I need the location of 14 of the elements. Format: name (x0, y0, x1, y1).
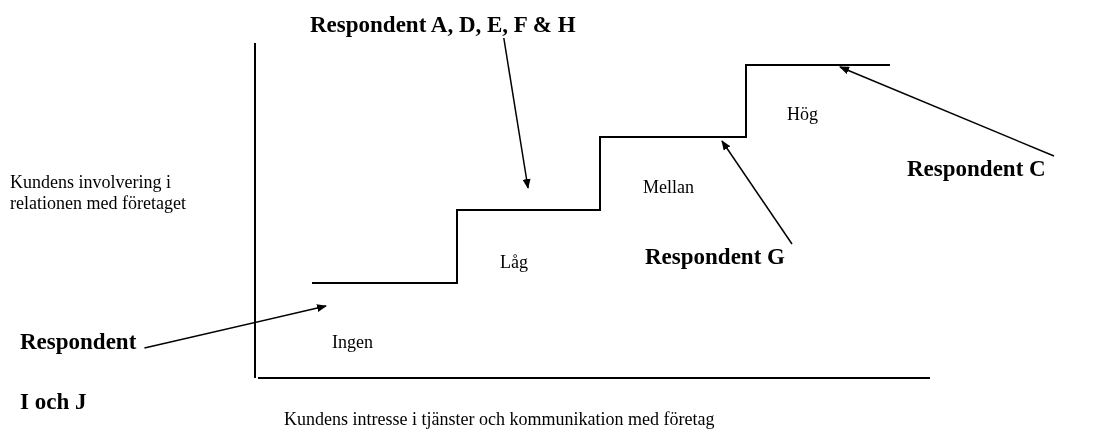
step-label: Hög (787, 104, 818, 125)
axis-label: Kundens intresse i tjänster och kommunikation med företag (284, 409, 715, 430)
step-label: Ingen (332, 332, 373, 353)
leader-arrow (143, 304, 327, 349)
step-label: Låg (500, 252, 528, 273)
leader-arrow (503, 37, 531, 189)
leader-arrow (721, 140, 793, 245)
step-label: Mellan (643, 177, 694, 198)
respondent-label: Respondent C (907, 156, 1103, 182)
respondent-label: Respondent A, D, E, F & H (310, 12, 650, 38)
leader-arrow (839, 66, 1055, 157)
respondent-label: Respondent G (645, 244, 845, 270)
axis-label: Kundens involvering i relationen med företaget (10, 172, 187, 214)
respondent-label: Respondent I och J (20, 312, 142, 432)
